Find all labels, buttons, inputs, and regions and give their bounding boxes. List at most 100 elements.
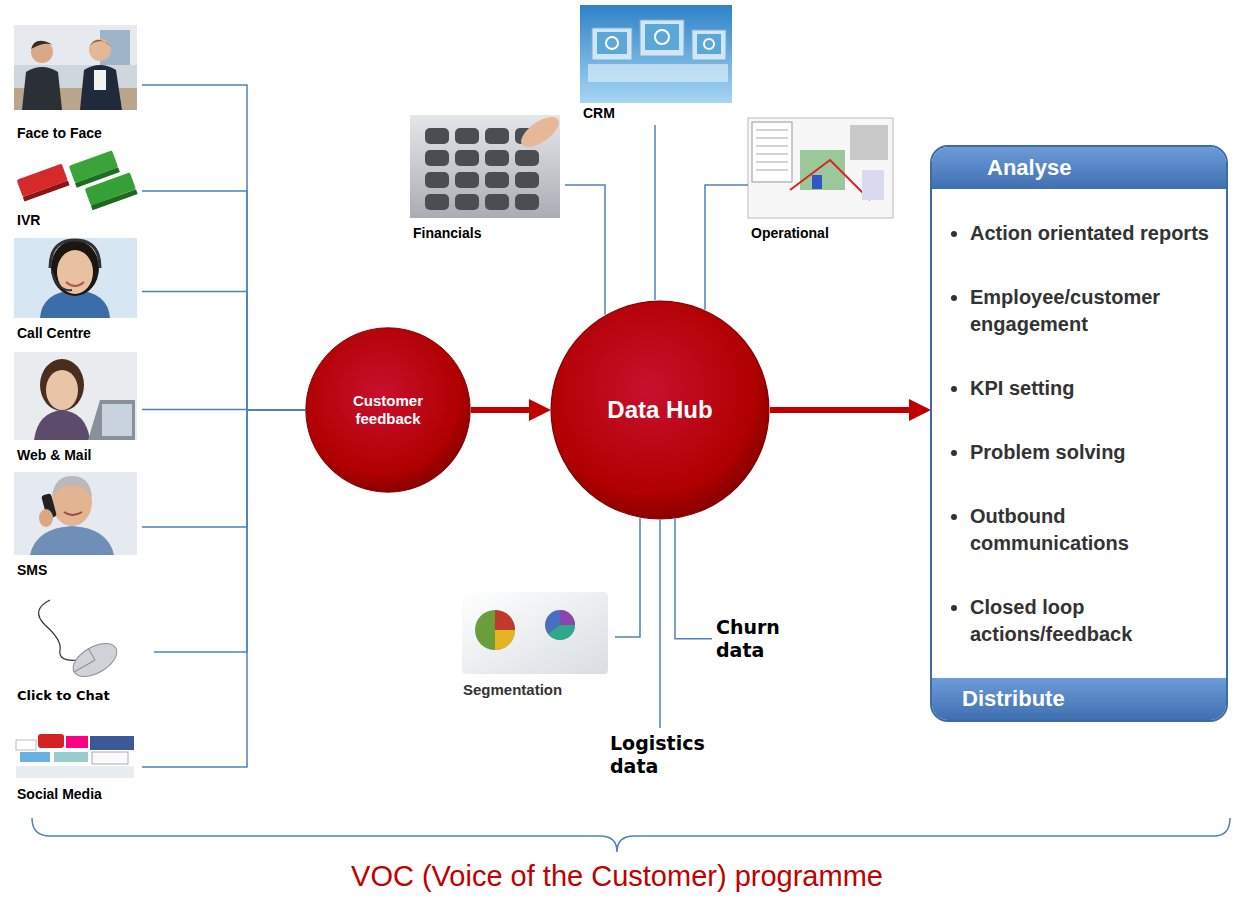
face-to-face-photo-part [80,65,122,110]
calculator-photo-part [455,194,479,210]
web-and-mail-photo-part [14,352,137,440]
ivr-keys-picture [14,150,138,210]
list-item: Action orientated reports [970,220,1214,247]
feed-line [142,292,305,411]
programme-bracket-part [32,818,1230,852]
channel-tile: IVR [14,150,142,232]
channel-tile: Face to Face [14,25,142,145]
list-item: Closed loop actions/feedback [970,594,1214,648]
web-and-mail-photo-part [40,359,84,411]
crm-computers-picture-part [645,24,679,50]
operational-map-picture-part [850,125,888,160]
source-label: Logistics data [610,732,732,778]
feed-line [659,520,661,728]
calculator-photo-part [485,172,509,188]
channel-tile: Web & Mail [14,352,142,467]
ivr-keys-picture-part [85,172,138,210]
channel-tile: Social Media [14,728,142,806]
calculator-photo-part [455,172,479,188]
calculator-photo-part [425,172,449,188]
web-and-mail-photo-part [46,370,78,410]
crm-computers-picture-part [580,5,732,103]
face-to-face-photo-part [14,25,137,110]
call-centre-photo-part [51,240,99,296]
social-media-logos-part [16,740,36,750]
face-to-face-photo-part [89,39,111,61]
call-centre-photo [14,238,137,318]
data-source-label: Logistics data [606,728,736,782]
face-to-face-photo-part [94,70,106,90]
calculator-photo-part [516,111,564,153]
feed-line [142,410,305,767]
programme-bracket [32,818,1230,852]
circle-fill [306,328,470,492]
feed-line [142,410,305,527]
crm-computers-picture-part [588,64,728,82]
analyse-panel: AnalyseAction orientated reportsEmployee… [930,145,1228,722]
channel-caption: Operational [751,224,898,242]
operational-map-picture [748,118,893,218]
channel-caption: Segmentation [463,681,615,699]
crm-computers-picture-part [606,37,618,49]
circle-fill [551,301,769,519]
social-media-logos-part [54,752,88,762]
feed-line [654,125,656,300]
channel-tile: Call Centre [14,238,142,345]
segmentation-pies-picture-part [560,610,575,625]
calculator-photo-part [425,194,449,210]
operational-map-picture-part [812,175,822,189]
list-item: KPI setting [970,375,1214,402]
feed-line [675,519,712,639]
list-item: Problem solving [970,439,1214,466]
web-and-mail-photo-part [102,404,132,436]
feed-line [154,410,305,652]
social-media-logos-part [92,752,128,764]
web-and-mail-photo-part [34,410,90,440]
mouse-picture-part-part [68,637,123,684]
feed-line [142,191,305,410]
channel-tile: SMS [14,472,142,582]
channel-caption: CRM [583,104,737,122]
feed-line [615,518,640,637]
calculator-photo-part [455,128,479,144]
call-centre-photo-part [14,238,137,318]
diagram-caption: VOC (Voice of the Customer) programme [0,860,1234,893]
calculator-photo-part [425,150,449,166]
segmentation-pies-picture-part [545,610,575,640]
feed-line [705,185,748,310]
operational-map-picture-part [748,118,893,218]
channel-caption: IVR [17,211,142,229]
mouse-picture [39,600,123,683]
mouse-picture-part [39,600,78,660]
sms-photo-part [52,476,92,497]
crm-computers-picture-part [697,34,721,54]
circle-label: Customer feedback [333,392,443,428]
channel-caption: Social Media [17,785,142,803]
channel-caption: Financials [413,224,565,242]
feed-line [565,185,605,315]
call-centre-photo-part [66,282,84,286]
face-to-face-photo-part [22,67,62,110]
social-media-logos-part [38,734,64,748]
sms-photo [14,472,137,555]
social-media-logos-part [20,752,50,762]
panel-heading: Analyse [987,155,1216,181]
sms-photo-part [39,509,53,527]
web-and-mail-photo [14,352,137,440]
flow-arrow [770,407,920,413]
channel-caption: Web & Mail [17,446,142,464]
mouse-picture-part-part [68,649,95,672]
operational-map-picture-part [790,160,870,200]
calculator-photo [410,111,564,218]
crm-computers-picture-part [597,32,627,54]
operational-map-picture-part [756,130,788,170]
segmentation-pies-picture-part [462,592,608,674]
face-to-face-photo-part [14,25,137,65]
sms-photo-part [64,512,82,515]
calculator-photo-part [515,172,539,188]
call-centre-photo-part [52,272,72,290]
web-and-mail-photo-part [88,400,135,440]
source-label: Churn data [716,616,808,662]
channel-caption: Click to Chat [17,687,154,705]
mouse-picture-part [68,637,123,684]
